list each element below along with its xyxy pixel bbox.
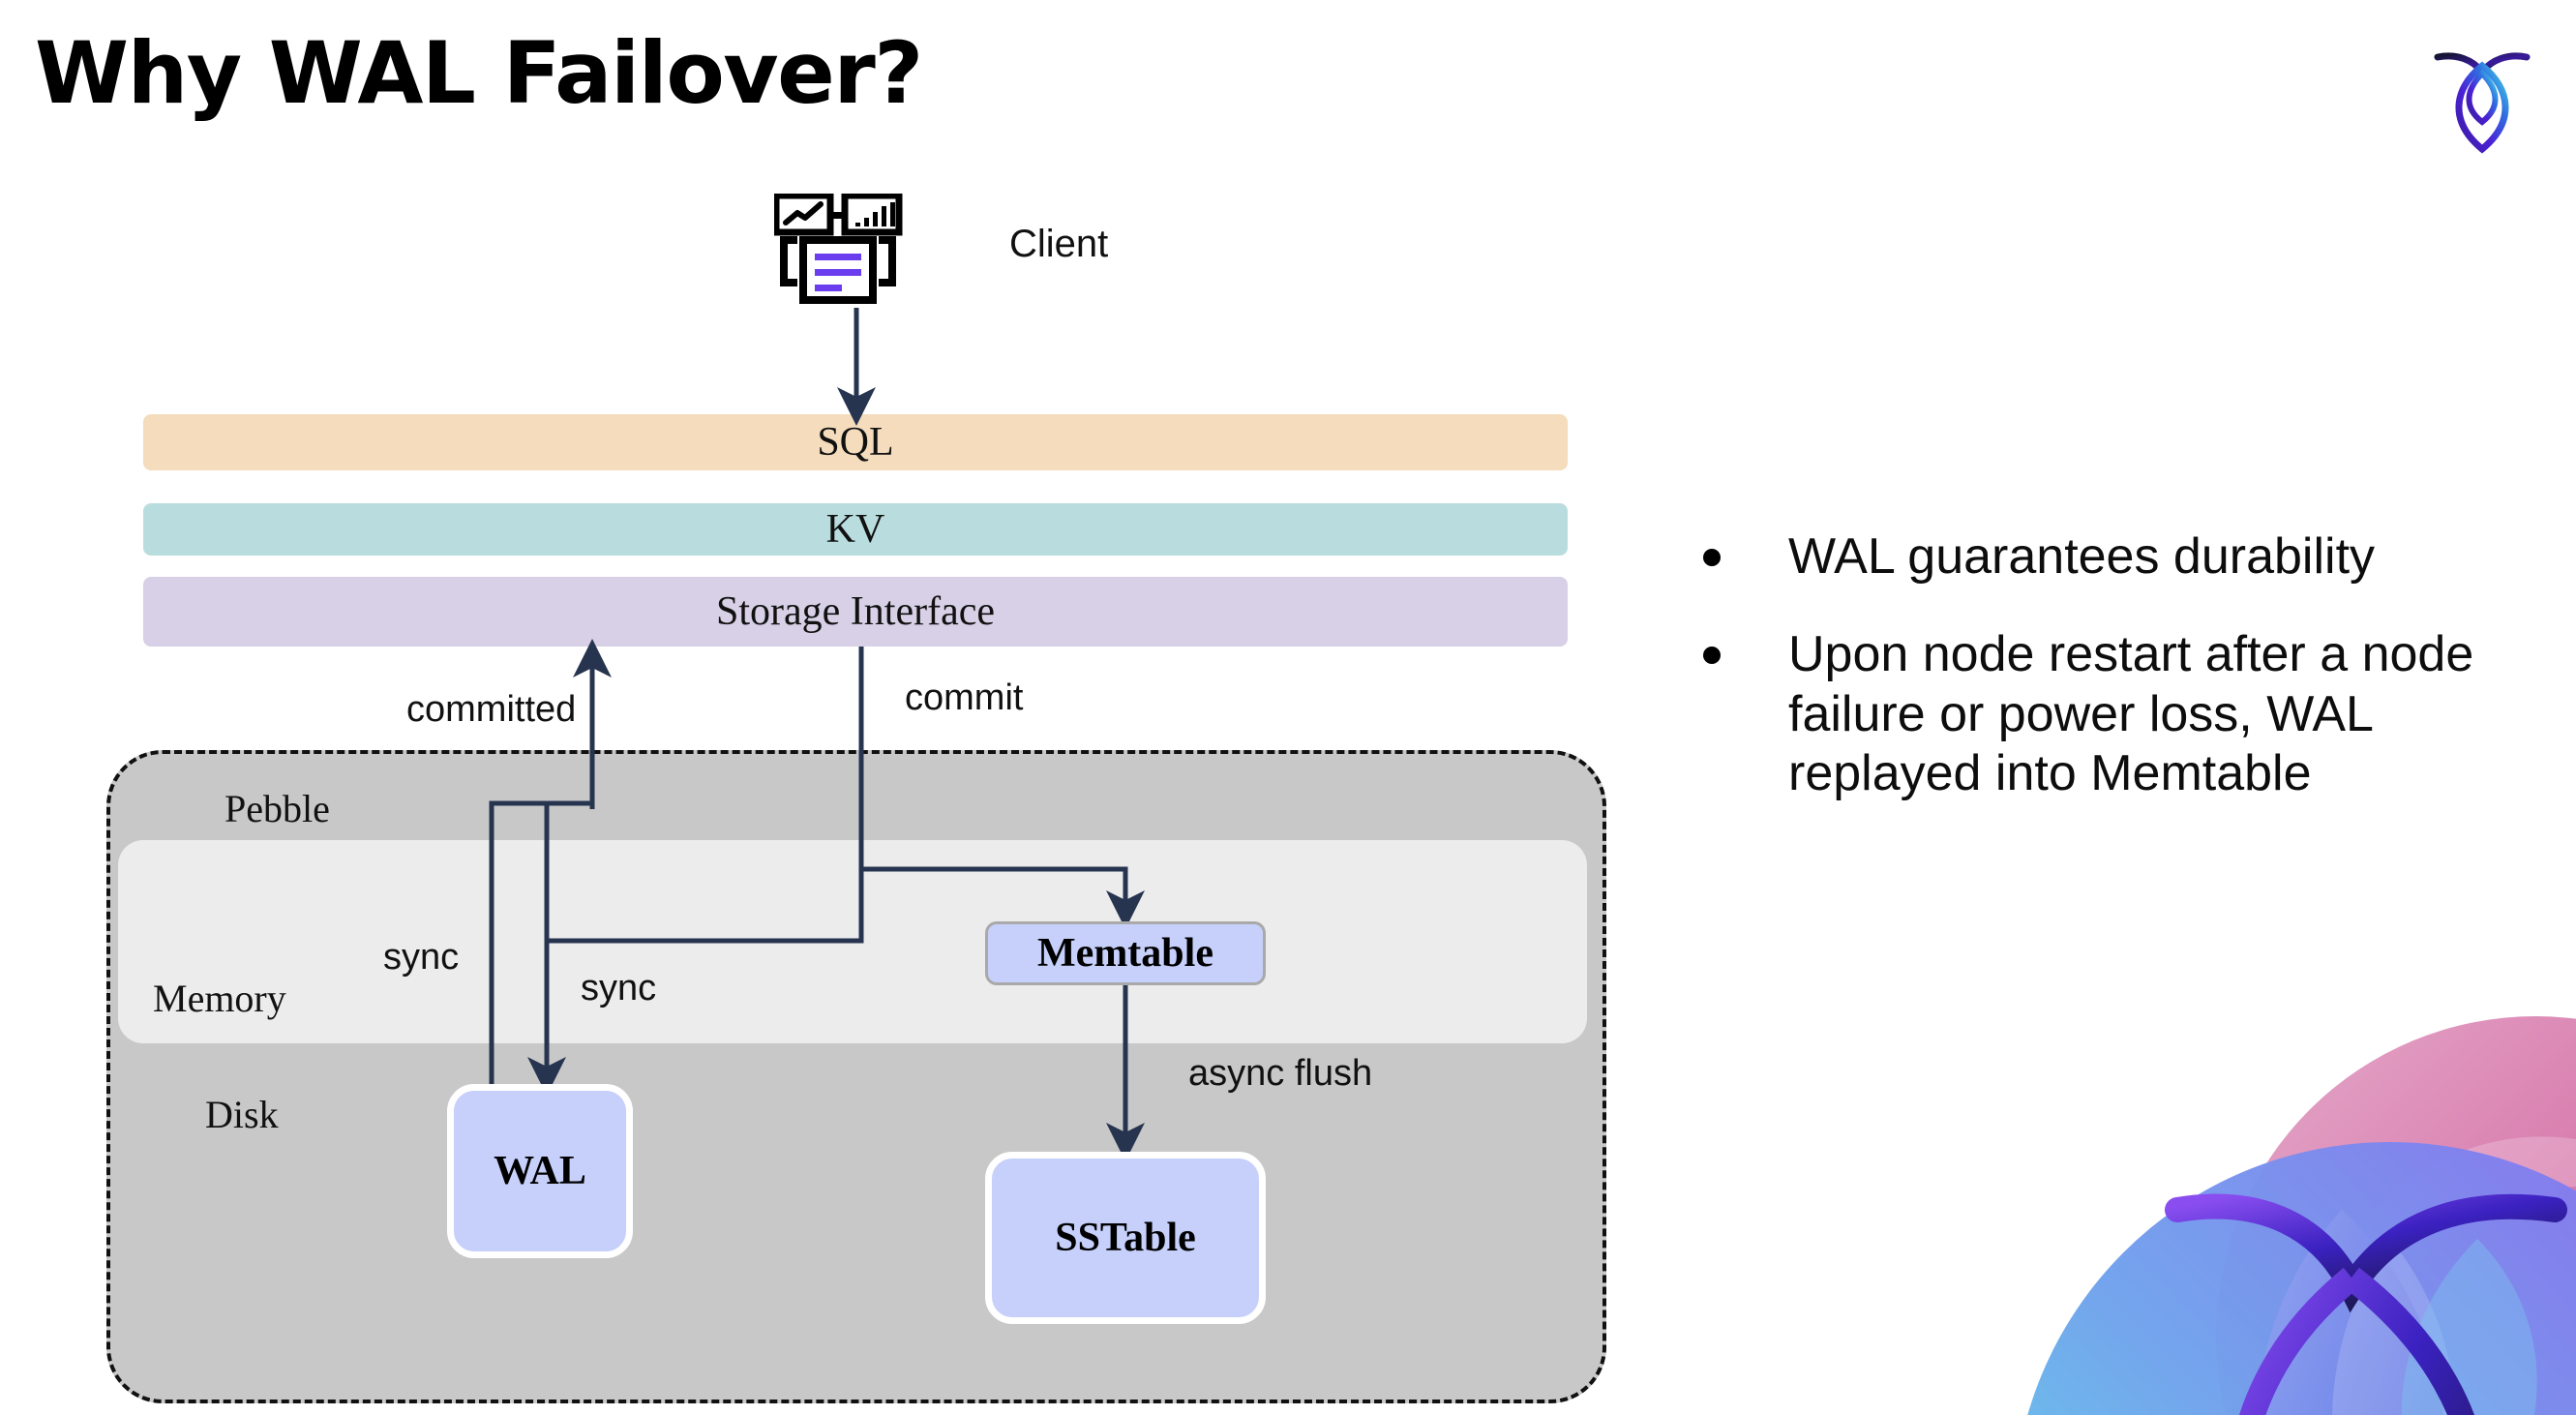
layer-label-kv: KV	[825, 507, 885, 552]
edge-label-sync-2: sync	[581, 968, 657, 1009]
page-title: Why WAL Failover?	[35, 23, 923, 123]
disk-label: Disk	[205, 1093, 279, 1136]
component-label-sstable: SSTable	[1055, 1216, 1196, 1260]
component-box-memtable: Memtable	[985, 921, 1266, 985]
bullet-text: WAL guarantees durability	[1788, 528, 2376, 585]
bullet-list: WAL guarantees durability Upon node rest…	[1703, 527, 2535, 842]
memory-region	[118, 840, 1587, 1043]
layer-bar-sql: SQL	[143, 414, 1568, 470]
bullet-dot-icon	[1703, 549, 1721, 566]
layer-label-storage: Storage Interface	[716, 589, 995, 634]
layer-label-sql: SQL	[817, 420, 894, 465]
component-box-sstable: SSTable	[985, 1152, 1266, 1324]
cockroachdb-logo-icon	[2414, 29, 2550, 165]
memory-label: Memory	[153, 977, 286, 1020]
client-label: Client	[1009, 223, 1109, 265]
cockroachdb-decorative-logo-icon	[1935, 919, 2576, 1415]
edge-label-commit: commit	[905, 677, 1024, 718]
list-item: WAL guarantees durability	[1703, 527, 2535, 587]
bullet-dot-icon	[1703, 647, 1721, 665]
edge-label-committed: committed	[406, 689, 577, 730]
pebble-label: Pebble	[225, 787, 330, 830]
bullet-text: Upon node restart after a node failure o…	[1788, 626, 2474, 802]
component-box-wal: WAL	[447, 1084, 633, 1258]
component-label-wal: WAL	[494, 1149, 586, 1193]
layer-bar-storage: Storage Interface	[143, 577, 1568, 647]
client-dashboard-icon	[772, 192, 929, 310]
component-label-memtable: Memtable	[1037, 931, 1213, 976]
edge-label-sync-1: sync	[383, 937, 460, 978]
layer-bar-kv: KV	[143, 503, 1568, 556]
list-item: Upon node restart after a node failure o…	[1703, 625, 2535, 803]
edge-label-async-flush: async flush	[1188, 1053, 1373, 1094]
